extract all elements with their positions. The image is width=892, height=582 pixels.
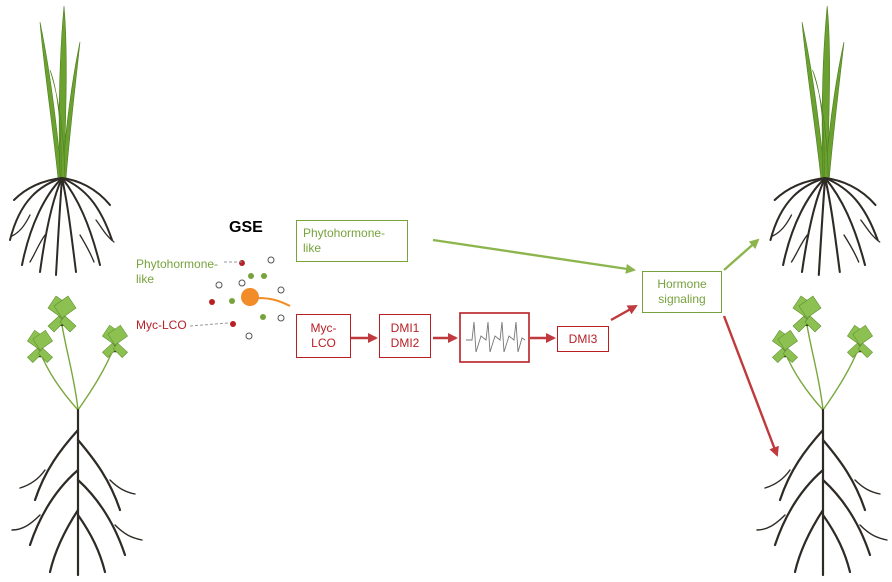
- gse-title: GSE: [229, 219, 263, 236]
- legume-plant-right: [757, 296, 887, 575]
- dmi1-dmi2-box: DMI1 DMI2: [379, 314, 431, 358]
- myc-lco-label: Myc-LCO: [136, 318, 187, 332]
- phytohormone-like-box: Phytohormone- like: [296, 220, 408, 262]
- dmi3-box: DMI3: [557, 326, 609, 352]
- gse-particles: [209, 256, 285, 340]
- myc-lco-box: Myc- LCO: [296, 314, 351, 358]
- grass-plant-right: [769, 4, 881, 277]
- legume-plant-left: [12, 296, 142, 575]
- spore-icon: [241, 288, 291, 307]
- phytohormone-label: Phytohormone- like: [136, 257, 219, 286]
- grass-plant-left: [9, 5, 115, 276]
- hormone-signaling-box: Hormone signaling: [642, 271, 722, 313]
- calcium-spiking-trace-icon: [466, 321, 526, 353]
